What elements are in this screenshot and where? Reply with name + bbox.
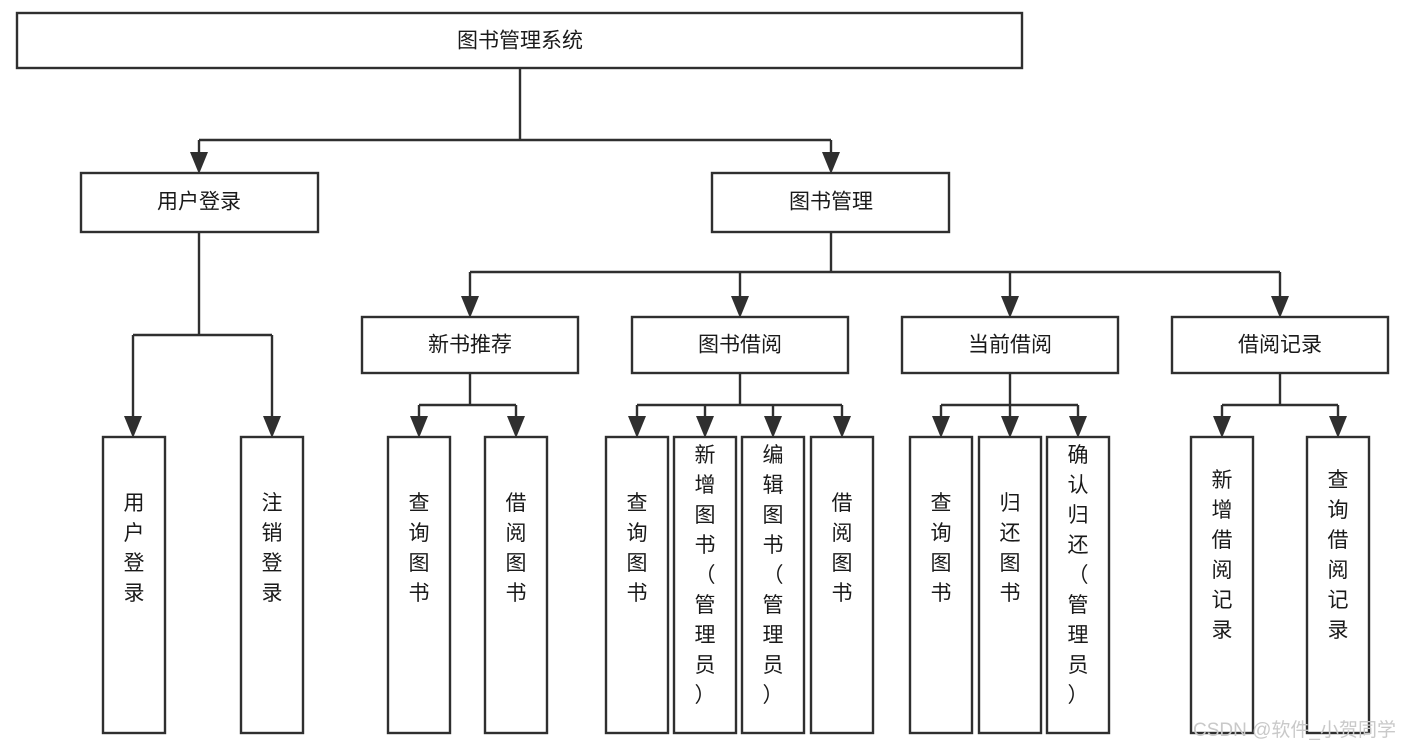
leaf-box-book-borrow-2[interactable]	[672, 435, 738, 735]
node-box-borrow-record[interactable]	[1170, 315, 1390, 375]
arrow-head-current-borrow	[1001, 296, 1019, 318]
node-box-user-login[interactable]	[79, 171, 320, 234]
leaf-box-current-borrow-3[interactable]	[1045, 435, 1111, 735]
arrow-head-borrow-record	[1271, 296, 1289, 318]
node-root-book-management-system[interactable]: 图书管理系统	[15, 11, 1024, 70]
node-box-new-book-recommend[interactable]	[360, 315, 580, 375]
leaf-label-current-borrow-1: 查询图书	[931, 492, 952, 605]
arrow-head-bookborrow-leaf-2	[696, 416, 714, 438]
leaf-node-new-book-1[interactable]: 查询图书	[386, 435, 452, 735]
node-new-book-recommend[interactable]: 新书推荐	[360, 315, 580, 375]
node-label-book-borrow: 图书借阅	[698, 334, 782, 357]
leaf-box-book-borrow-4[interactable]	[809, 435, 875, 735]
node-label-new-book-recommend: 新书推荐	[428, 334, 512, 357]
node-box-root[interactable]	[15, 11, 1024, 70]
leaf-node-book-borrow-4[interactable]: 借阅图书	[809, 435, 875, 735]
arrow-head-currentborrow-leaf-3	[1069, 416, 1087, 438]
leaf-box-user-login-2[interactable]	[239, 435, 305, 735]
leaf-box-book-borrow-1[interactable]	[604, 435, 670, 735]
leaf-box-new-book-1[interactable]	[386, 435, 452, 735]
node-user-login[interactable]: 用户登录	[79, 171, 320, 234]
leaf-label-user-login-1: 用户登录	[124, 492, 145, 605]
leaf-node-book-borrow-3[interactable]: 编辑图书（管理员）	[740, 435, 806, 735]
leaf-box-current-borrow-1[interactable]	[908, 435, 974, 735]
arrow-head-user-login-leaf-1	[124, 416, 142, 438]
leaf-label-borrow-record-2: 查询借阅记录	[1328, 469, 1349, 642]
arrow-head-borrowrecord-leaf-2	[1329, 416, 1347, 438]
arrow-head-bookborrow-leaf-4	[833, 416, 851, 438]
arrow-head-currentborrow-leaf-2	[1001, 416, 1019, 438]
node-box-current-borrow[interactable]	[900, 315, 1120, 375]
leaf-node-user-login-2[interactable]: 注销登录	[239, 435, 305, 735]
arrow-head-user-login-leaf-2	[263, 416, 281, 438]
arrow-head-book-borrow	[731, 296, 749, 318]
leaf-label-book-borrow-3: 编辑图书（管理员）	[763, 444, 784, 707]
leaf-node-book-borrow-1[interactable]: 查询图书	[604, 435, 670, 735]
arrow-head-bookborrow-leaf-1	[628, 416, 646, 438]
leaf-box-user-login-1[interactable]	[101, 435, 167, 735]
leaf-node-current-borrow-1[interactable]: 查询图书	[908, 435, 974, 735]
leaf-box-new-book-2[interactable]	[483, 435, 549, 735]
leaf-label-book-borrow-4: 借阅图书	[832, 492, 853, 605]
node-label-current-borrow: 当前借阅	[968, 334, 1052, 357]
csdn-watermark: CSDN @软件_小贺同学	[1193, 719, 1396, 741]
node-label-root: 图书管理系统	[457, 30, 583, 53]
leaf-label-new-book-2: 借阅图书	[506, 492, 527, 605]
leaf-label-user-login-2: 注销登录	[262, 492, 283, 605]
leaf-label-book-borrow-1: 查询图书	[627, 492, 648, 605]
leaf-label-book-borrow-2: 新增图书（管理员）	[695, 444, 716, 707]
leaf-label-new-book-1: 查询图书	[409, 492, 430, 605]
node-box-book-borrow[interactable]	[630, 315, 850, 375]
arrow-head-bookborrow-leaf-3	[764, 416, 782, 438]
arrow-head-currentborrow-leaf-1	[932, 416, 950, 438]
connector-layer	[124, 68, 1347, 438]
arrow-head-user-login	[190, 152, 208, 174]
leaf-node-current-borrow-3[interactable]: 确认归还（管理员）	[1045, 435, 1111, 735]
arrow-head-new-book-recommend	[461, 296, 479, 318]
arrow-head-book-manage	[822, 152, 840, 174]
leaf-node-current-borrow-2[interactable]: 归还图书	[977, 435, 1043, 735]
leaf-node-user-login-1[interactable]: 用户登录	[101, 435, 167, 735]
leaf-box-borrow-record-2[interactable]	[1305, 435, 1371, 735]
arrow-head-borrowrecord-leaf-1	[1213, 416, 1231, 438]
node-book-management[interactable]: 图书管理	[710, 171, 951, 234]
node-label-borrow-record: 借阅记录	[1238, 334, 1322, 357]
node-book-borrow[interactable]: 图书借阅	[630, 315, 850, 375]
leaf-node-borrow-record-1[interactable]: 新增借阅记录	[1189, 435, 1255, 735]
leaf-box-current-borrow-2[interactable]	[977, 435, 1043, 735]
leaf-box-book-borrow-3[interactable]	[740, 435, 806, 735]
node-label-book-management: 图书管理	[789, 191, 873, 214]
leaf-label-borrow-record-1: 新增借阅记录	[1212, 469, 1233, 642]
leaf-label-current-borrow-3: 确认归还（管理员）	[1068, 444, 1089, 707]
node-box-book-management[interactable]	[710, 171, 951, 234]
leaf-node-new-book-2[interactable]: 借阅图书	[483, 435, 549, 735]
leaf-node-borrow-record-2[interactable]: 查询借阅记录	[1305, 435, 1371, 735]
leaf-box-borrow-record-1[interactable]	[1189, 435, 1255, 735]
node-borrow-record[interactable]: 借阅记录	[1170, 315, 1390, 375]
leaf-label-current-borrow-2: 归还图书	[1000, 492, 1021, 605]
node-current-borrow[interactable]: 当前借阅	[900, 315, 1120, 375]
leaf-node-book-borrow-2[interactable]: 新增图书（管理员）	[672, 435, 738, 735]
arrow-head-newbook-leaf-2	[507, 416, 525, 438]
node-label-user-login: 用户登录	[157, 191, 241, 214]
arrow-head-newbook-leaf-1	[410, 416, 428, 438]
